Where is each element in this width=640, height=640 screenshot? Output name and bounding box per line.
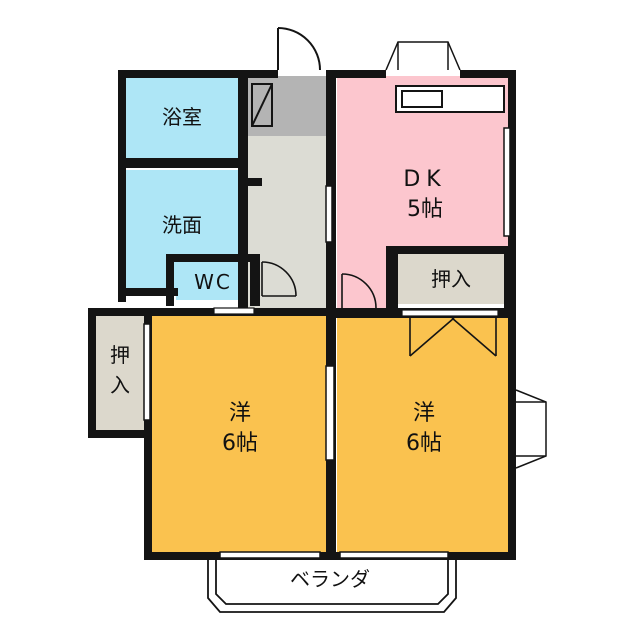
dk-window <box>503 127 511 237</box>
label-dk-line2: 5帖 <box>407 197 443 222</box>
hall-screen <box>325 185 333 243</box>
closet-folding-door <box>409 317 497 357</box>
bath-room <box>124 76 240 158</box>
label-east-room-line1: 洋 <box>413 401 435 426</box>
bay-window-top <box>385 41 461 71</box>
bay-window-right <box>515 389 547 469</box>
label-bath: 浴室 <box>162 105 202 129</box>
label-wc: WC <box>194 270 232 294</box>
label-balcony: ベランダ <box>290 567 370 591</box>
bottom-window-west <box>219 551 321 559</box>
label-west-room-line2: 6帖 <box>222 431 258 456</box>
east-bedroom <box>337 316 513 552</box>
label-closet-left-2: 入 <box>110 373 130 397</box>
wash-sliding-door <box>239 189 247 239</box>
closet-dk-area <box>398 254 504 304</box>
label-closet-left-1: 押 <box>110 343 130 367</box>
wc-door <box>261 261 297 297</box>
bedroom-top-window-west <box>213 307 255 315</box>
label-east-room-line2: 6帖 <box>406 431 442 456</box>
kitchen-counter <box>395 85 505 113</box>
closet-left-area <box>94 316 144 430</box>
hall-post <box>244 178 262 186</box>
walls <box>88 70 516 560</box>
entry-door <box>277 27 321 71</box>
label-dk-line1: DK <box>403 167 446 192</box>
west-bedroom-door <box>325 365 335 461</box>
bedroom-top-window-east <box>401 309 499 317</box>
bathtub-fixture <box>251 83 273 127</box>
dk-door <box>341 273 377 309</box>
label-closet-dk: 押入 <box>431 267 471 291</box>
balcony-outline <box>207 560 457 613</box>
dk-room-lower <box>337 246 387 312</box>
label-washroom: 洗面 <box>162 213 202 237</box>
bottom-window-east <box>339 551 449 559</box>
wc-room <box>176 262 250 300</box>
label-west-room-line1: 洋 <box>229 401 251 426</box>
west-bedroom <box>152 316 328 552</box>
left-closet-door <box>143 323 151 421</box>
